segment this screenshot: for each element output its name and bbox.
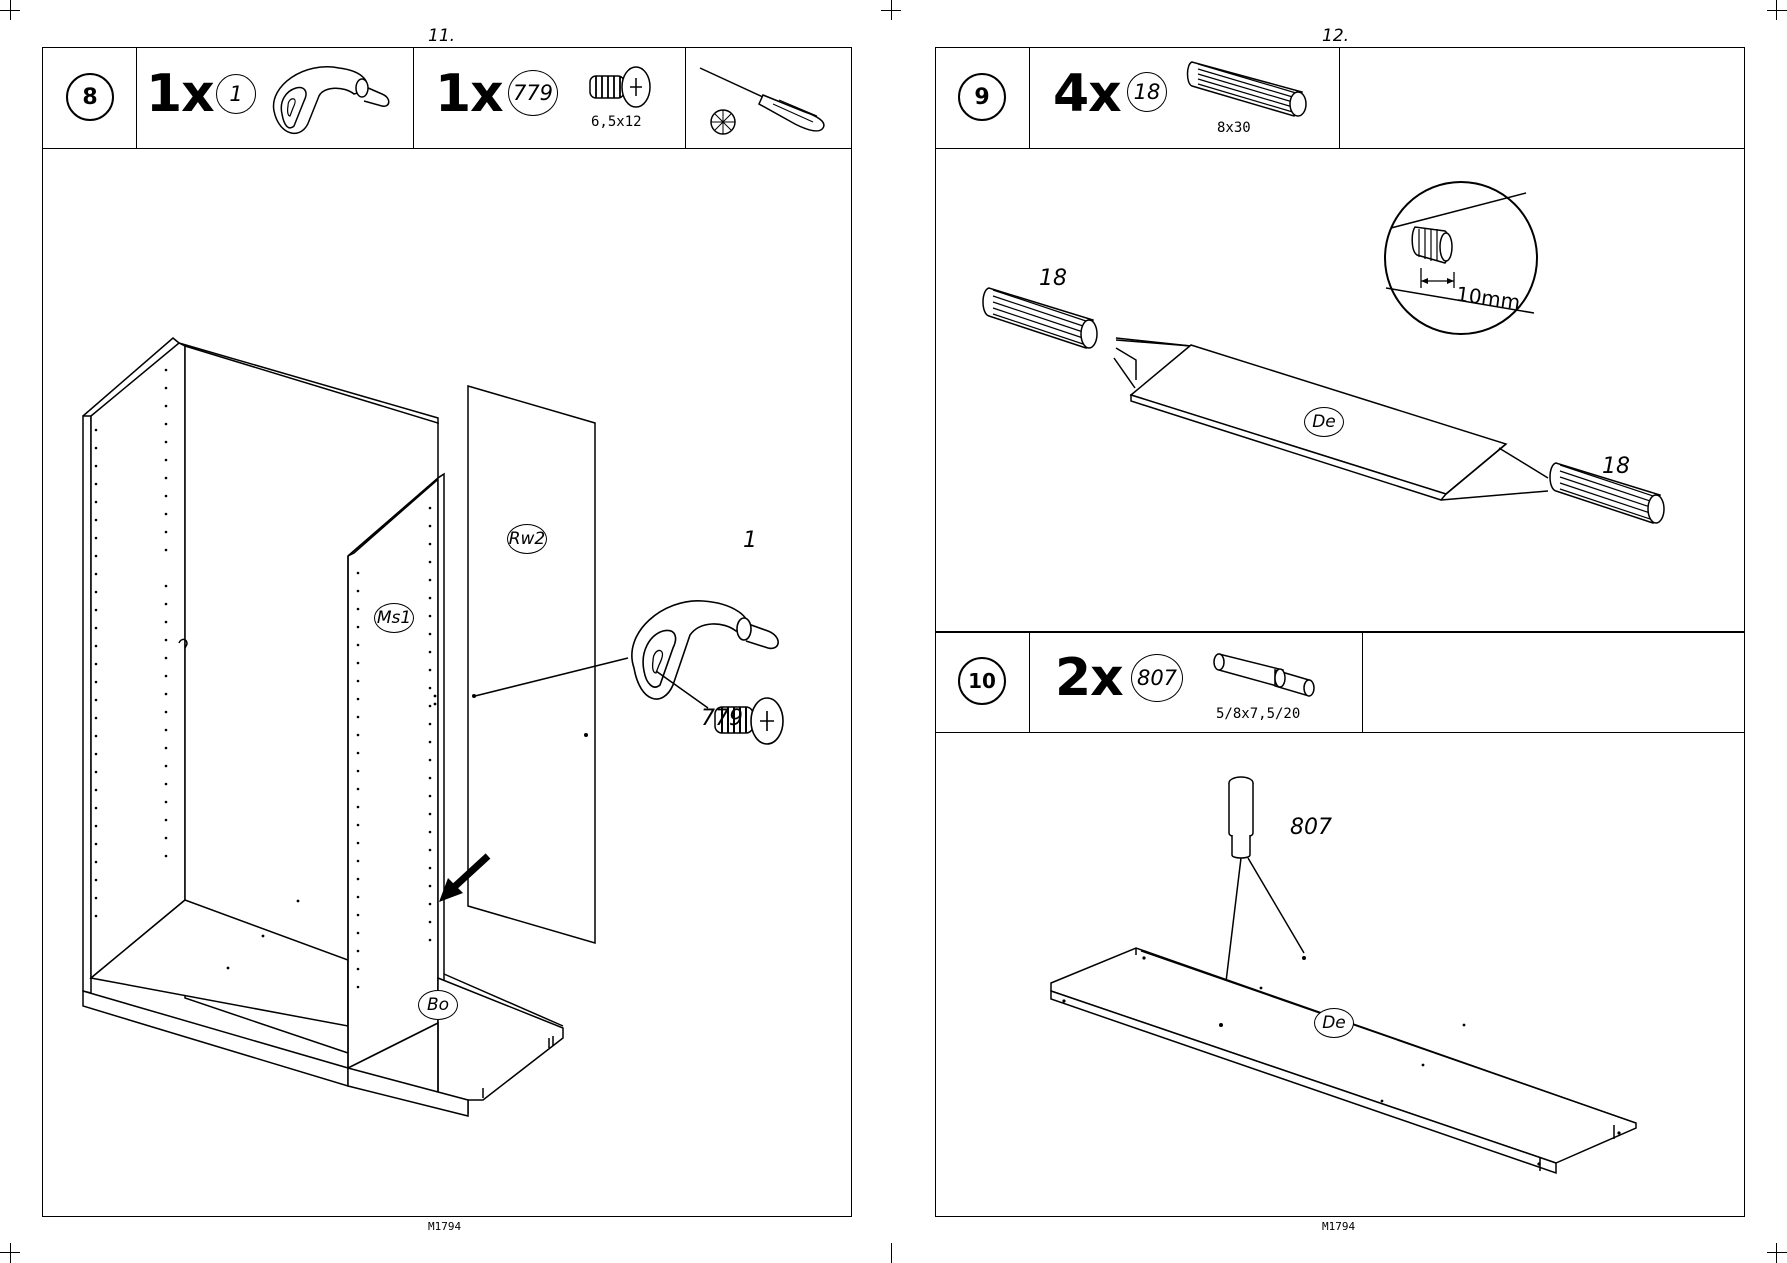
panel-tag-rw2: Rw2: [507, 524, 547, 554]
part-number-circle: 18: [1127, 72, 1167, 112]
panel-tag-ms1: Ms1: [374, 603, 414, 633]
crop-mark: [10, 0, 11, 20]
panel-tag-bo: Bo: [418, 990, 458, 1020]
step-number-badge: 9: [958, 73, 1006, 121]
cam-lock-fitting-icon: [272, 66, 390, 135]
step-number-cell: 9: [936, 48, 1030, 148]
step-number-cell: 8: [43, 48, 137, 148]
crop-mark: [1776, 0, 1777, 20]
crop-mark: [891, 0, 892, 20]
document-code: M1794: [1322, 1220, 1356, 1233]
cam-fitting-label: 1: [743, 528, 757, 553]
part-807-cell: 2x 807 5/8x7,5/20: [1029, 632, 1363, 732]
panel-tag-de: De: [1314, 1008, 1354, 1038]
phillips-screwdriver-icon: [699, 67, 825, 135]
crop-mark: [1767, 10, 1787, 11]
part-779-cell: 1x 779 6,5x12: [413, 48, 686, 148]
crop-mark: [10, 1243, 11, 1263]
quantity-label: 1x: [146, 64, 215, 124]
step-number-cell: 10: [936, 632, 1030, 732]
tool-cell: [685, 48, 851, 148]
step-number-badge: 8: [66, 73, 114, 121]
quantity-label: 2x: [1055, 648, 1124, 708]
crop-mark: [1776, 1243, 1777, 1263]
pin-label: 807: [1290, 815, 1332, 840]
screw-icon: [589, 66, 651, 108]
step-divider: [936, 631, 1744, 633]
document-code: M1794: [428, 1220, 462, 1233]
wooden-dowel-icon: [1186, 61, 1307, 117]
shelf-pin-illustration: [1050, 776, 1637, 1175]
page-number: 11.: [428, 26, 456, 46]
part-number-circle: 807: [1131, 654, 1183, 702]
page-number: 12.: [1322, 26, 1350, 46]
step-8-header: 8 1x 1 1x 779 6,5x12: [43, 48, 851, 149]
screw-label: 779: [701, 706, 743, 731]
step-8-panel: 8 1x 1 1x 779 6,5x12: [42, 47, 852, 1217]
screw-dimension: 6,5x12: [591, 114, 642, 130]
part-18-cell: 4x 18 8x30: [1029, 48, 1340, 148]
shelf-pin-icon: [1213, 653, 1315, 697]
step-number-badge: 10: [958, 657, 1006, 705]
part-number-circle: 779: [508, 70, 558, 116]
dowel-dimension: 8x30: [1217, 120, 1251, 136]
dowel-shelf-illustration: [982, 181, 1665, 524]
dowel-label-right: 18: [1602, 454, 1630, 479]
crop-mark: [1767, 1252, 1787, 1253]
part-1-cell: 1x 1: [136, 48, 414, 148]
dowel-label-left: 18: [1039, 266, 1067, 291]
quantity-label: 4x: [1053, 64, 1122, 124]
part-number-circle: 1: [216, 74, 256, 114]
wardrobe-assembly-illustration: [82, 337, 784, 1117]
step-10-header: 10 2x 807 5/8x7,5/20: [936, 632, 1744, 733]
pin-dimension: 5/8x7,5/20: [1216, 706, 1301, 722]
quantity-label: 1x: [435, 64, 504, 124]
panel-tag-de: De: [1304, 407, 1344, 437]
crop-mark: [891, 1243, 892, 1263]
step-9-10-panel: 9 4x 18 8x30: [935, 47, 1745, 1217]
step-9-header: 9 4x 18 8x30: [936, 48, 1744, 149]
